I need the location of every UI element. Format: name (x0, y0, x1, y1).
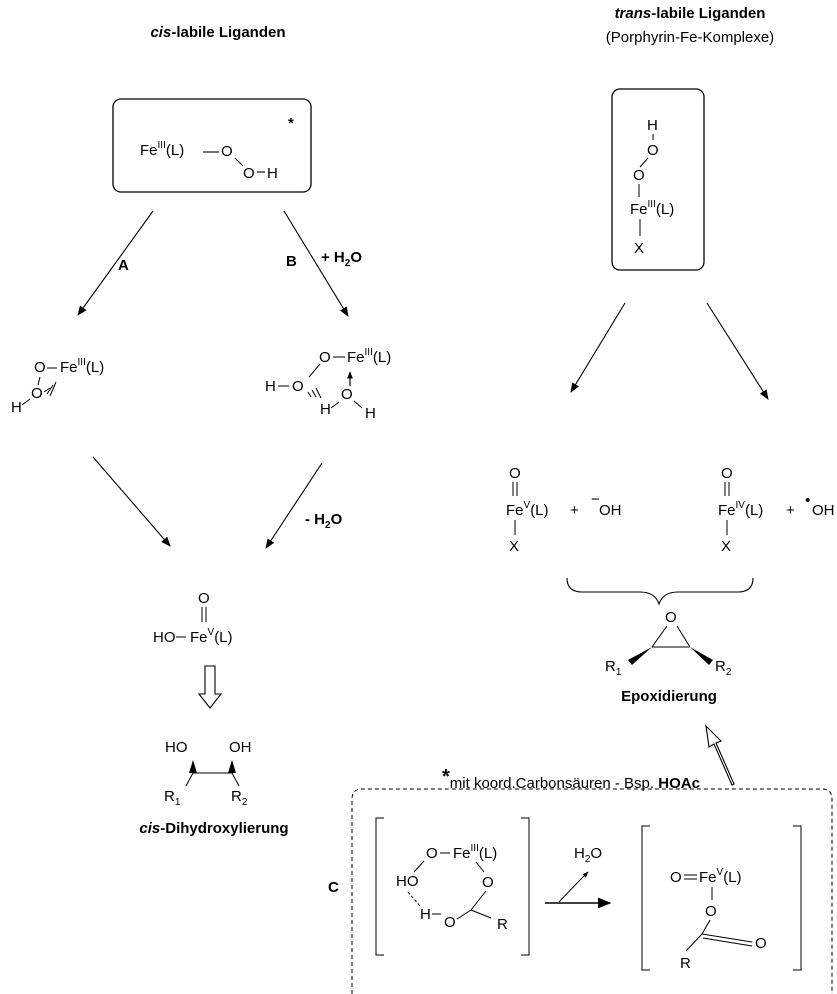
svg-text:FeIII(L): FeIII(L) (630, 199, 674, 218)
svg-text:FeIII(L): FeIII(L) (60, 357, 104, 376)
epoxidation-caption: Epoxidierung (621, 688, 717, 705)
svg-text:H: H (320, 401, 331, 418)
svg-text:R: R (680, 955, 691, 972)
svg-text:O: O (633, 167, 645, 184)
svg-text:−: − (591, 491, 600, 508)
svg-text:O: O (670, 869, 682, 886)
trans-subheading: (Porphyrin-Fe-Komplexe) (606, 29, 774, 46)
cis-dihydroxylation-caption: cis-Dihydroxylierung (139, 820, 288, 837)
svg-text:HO: HO (153, 629, 176, 646)
svg-text:H: H (265, 378, 276, 395)
svg-text:O: O (721, 465, 733, 482)
note-caption: *mit koord.Carbonsäuren - Bsp. HOAc (442, 766, 700, 792)
cis-heading: cis-labile Liganden (150, 24, 285, 41)
intermediate-a: O FeIII(L) O H (11, 357, 104, 416)
fe-iv-oxo-product: O FeIV(L) X + • OH (718, 465, 835, 555)
arrow-path-a (77, 210, 154, 316)
brace (566, 577, 754, 606)
carboxylate-fe-iii-complex: O FeIII(L) HO O H O R (396, 843, 508, 933)
cis-complex-box (112, 98, 312, 193)
svg-text:O: O (426, 845, 438, 862)
label-a: A (118, 257, 129, 274)
dashed-note-box (351, 788, 833, 994)
svg-text:X: X (509, 538, 519, 555)
epoxide: O R1 R2 (605, 609, 732, 678)
svg-text:H: H (420, 906, 431, 923)
arrow-a-to-oxo (92, 456, 171, 547)
svg-text:FeIV(L): FeIV(L) (718, 500, 763, 519)
trans-complex-box (611, 88, 705, 271)
svg-text:O: O (444, 914, 456, 931)
label-b: B (286, 253, 297, 270)
svg-text:FeV(L): FeV(L) (190, 627, 233, 646)
fe-v-oxo-product: O FeV(L) X + − OH (506, 465, 622, 555)
svg-text:FeV(L): FeV(L) (506, 500, 549, 519)
svg-text:+: + (786, 502, 795, 519)
arrow-trans-left (570, 302, 626, 393)
svg-text:O: O (34, 359, 46, 376)
svg-text:R: R (497, 916, 508, 933)
svg-text:FeIII(L): FeIII(L) (140, 140, 184, 159)
arrow-water-leaving (558, 871, 589, 903)
water-leaving: H2O (574, 845, 602, 865)
svg-text:O: O (292, 378, 304, 395)
svg-text:O: O (243, 165, 255, 182)
arrow-b-to-oxo (265, 462, 323, 549)
bracket-left-close (521, 817, 530, 956)
svg-text:OH: OH (812, 502, 835, 519)
intermediate-b: O FeIII(L) H O H O H (265, 347, 391, 422)
bracket-right-open (641, 825, 650, 971)
svg-text:HO: HO (396, 873, 419, 890)
open-arrow-up (705, 724, 735, 786)
svg-text:X: X (634, 240, 644, 257)
svg-text:OH: OH (599, 502, 622, 519)
svg-text:O: O (319, 349, 331, 366)
svg-text:O: O (665, 609, 677, 626)
svg-text:X: X (721, 538, 731, 555)
svg-text:H: H (267, 165, 278, 182)
fe-v-oxo-carboxylate: O FeV(L) O O R (670, 867, 767, 972)
svg-text:R1: R1 (605, 658, 622, 678)
svg-text:O: O (198, 590, 210, 607)
bracket-right-close (793, 825, 802, 971)
svg-text:O: O (482, 874, 494, 891)
svg-text:R2: R2 (231, 788, 248, 808)
svg-text:H: H (365, 405, 376, 422)
svg-text:H: H (647, 117, 658, 134)
svg-text:R2: R2 (715, 658, 732, 678)
svg-text:O: O (221, 143, 233, 160)
svg-text:O: O (705, 903, 717, 920)
bracket-left-open (375, 817, 384, 956)
svg-text:O: O (31, 385, 43, 402)
svg-text:H: H (11, 399, 22, 416)
arrow-trans-right (706, 302, 769, 400)
svg-text:FeIII(L): FeIII(L) (347, 347, 391, 366)
svg-text:+: + (570, 502, 579, 519)
svg-text:O: O (341, 386, 353, 403)
fe-ooh-cis: FeIII(L) O O H (140, 140, 278, 182)
svg-text:•: • (805, 492, 810, 509)
svg-text:HO: HO (165, 739, 188, 756)
open-arrow-down (197, 665, 223, 709)
svg-text:OH: OH (229, 739, 252, 756)
svg-text:O: O (509, 465, 521, 482)
label-c: C (328, 879, 339, 896)
fe-ooh-trans: H O O FeIII(L) X (630, 117, 674, 257)
svg-text:FeV(L): FeV(L) (699, 867, 742, 886)
label-plus-water: + H2O (321, 249, 362, 269)
trans-heading: trans-labile Liganden (615, 5, 766, 22)
arrow-path-b (283, 210, 349, 317)
svg-text:R1: R1 (164, 788, 181, 808)
label-minus-water: - H2O (305, 511, 343, 531)
svg-text:O: O (647, 142, 659, 159)
svg-text:FeIII(L): FeIII(L) (453, 843, 497, 862)
cis-diol: HO OH R1 R2 (164, 739, 252, 808)
svg-text:O: O (755, 935, 767, 952)
star-mark: * (288, 115, 294, 132)
fe-v-oxo-hydroxo: O HO FeV(L) (153, 590, 233, 646)
